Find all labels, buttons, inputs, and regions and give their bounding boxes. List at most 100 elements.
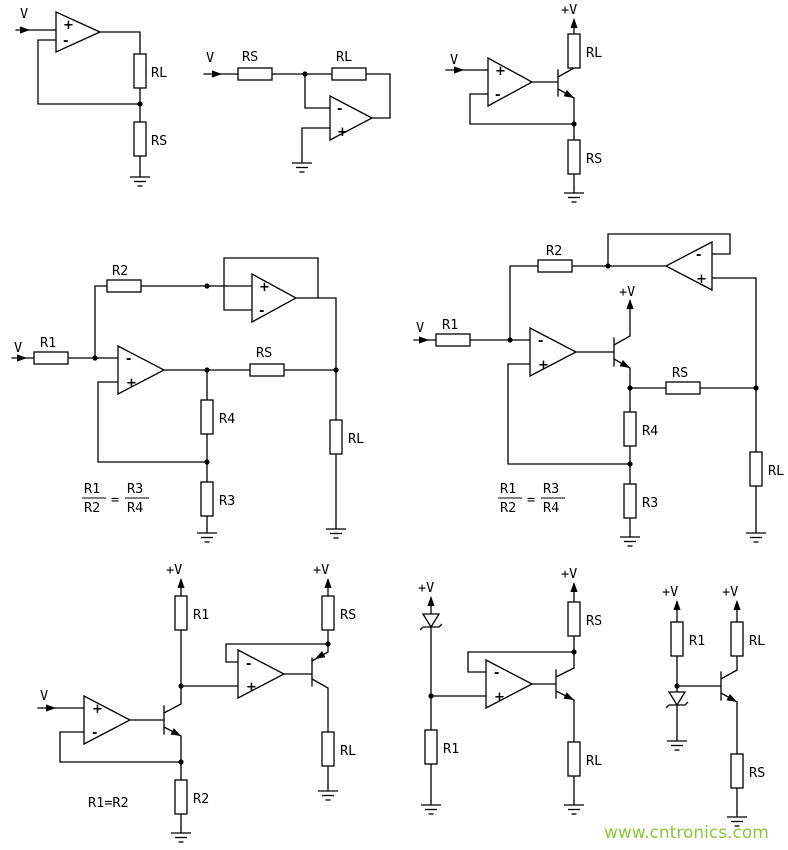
c2-opamp-plus-sign: + <box>337 125 348 140</box>
c2-wires <box>203 73 391 159</box>
c5-resistor-rl <box>749 451 763 487</box>
c3-opamp-plus-sign: + <box>495 64 506 79</box>
c7-resistor-r1 <box>424 729 438 765</box>
watermark: www.cntronics.com <box>604 823 769 843</box>
c7-opamp-plus-sign: + <box>494 690 505 705</box>
c4-opamp-a2 <box>251 272 298 324</box>
c6-label-v: V <box>40 688 48 704</box>
c1-resistor-rs <box>133 121 147 157</box>
c6-pnp-emitter-arrow-icon <box>313 651 326 663</box>
c5-label-plus-v: +V <box>619 284 635 300</box>
c1-wires <box>15 29 141 173</box>
c5-opamp-a1-minus-sign: - <box>538 334 543 349</box>
c1-opamp-plus-sign: + <box>63 18 74 33</box>
c6-opamp-a1-plus-sign: + <box>92 702 103 717</box>
c5-resistor-r3 <box>623 483 637 519</box>
c2-opamp-minus-sign: - <box>337 102 342 117</box>
c3-resistor-rl <box>567 33 581 69</box>
c6-label-r2: R2 <box>193 791 209 807</box>
c2-label-v: V <box>206 50 214 66</box>
c4-opamp-a2-plus-sign: + <box>259 280 270 295</box>
c8-label-rs: RS <box>749 765 765 781</box>
c7-ground-symbol-right <box>563 799 585 815</box>
c6-label-rs: RS <box>340 607 356 623</box>
c7-label-plus-v-right: +V <box>561 566 577 582</box>
c6-junction-dots <box>178 641 331 765</box>
c7-junction-dots <box>428 649 577 699</box>
c5-formula-num-right: R3 <box>543 481 559 497</box>
c6-label-plus-v-left: +V <box>166 562 182 578</box>
c4-ground-symbol-right <box>325 523 347 539</box>
c8-supply-arrow-left-icon <box>673 600 681 610</box>
c5-label-rs: RS <box>672 365 688 381</box>
c3-ground-symbol <box>563 187 585 203</box>
c6-ground-symbol-left <box>170 827 192 843</box>
c5-opamp-a2-minus-sign: - <box>696 248 701 263</box>
c5-input-arrow-icon <box>419 336 429 344</box>
c2-junction-dots <box>302 71 308 77</box>
c4-resistor-r1 <box>33 351 69 365</box>
circuit-4: V R1 R2 RS R4 R3 RL - + + - R1 R2 = R3 R… <box>11 257 364 543</box>
c4-label-r1: R1 <box>40 335 56 351</box>
c7-resistor-rs <box>567 601 581 637</box>
c3-wires <box>445 19 575 189</box>
c8-label-r1: R1 <box>689 633 705 649</box>
c2-label-rs: RS <box>242 49 258 65</box>
circuit-8: +V +V R1 RL RS <box>662 584 765 827</box>
c4-label-rs: RS <box>256 345 272 361</box>
c3-label-rs: RS <box>586 151 602 167</box>
c5-opamp-a2 <box>664 240 713 292</box>
c7-opamp-minus-sign: - <box>494 666 499 681</box>
c1-opamp <box>55 10 102 54</box>
c4-opamp-a1 <box>117 344 166 396</box>
c2-opamp <box>329 94 374 142</box>
c6-opamp-a2-plus-sign: + <box>246 680 257 695</box>
c6-note-r1-equals-r2: R1=R2 <box>88 795 129 811</box>
c4-formula: R1 R2 = R3 R4 <box>82 481 149 516</box>
c5-resistor-r4 <box>623 411 637 447</box>
c1-junction-dots <box>137 101 143 107</box>
c5-label-r1: R1 <box>442 317 458 333</box>
c5-label-rl: RL <box>768 463 784 479</box>
c6-resistor-r2 <box>174 779 188 815</box>
c6-ground-symbol-right <box>317 785 339 801</box>
c5-opamp-a1-plus-sign: + <box>538 358 549 373</box>
c8-label-plus-v-right: +V <box>722 584 738 600</box>
c4-label-rl: RL <box>348 431 364 447</box>
c3-junction-dots <box>571 121 577 127</box>
c6-resistor-rl <box>321 731 335 767</box>
c5-resistor-rs <box>665 381 701 395</box>
c1-resistor-rl <box>133 53 147 89</box>
c3-label-plus-v: +V <box>561 2 577 18</box>
c1-input-arrow-icon <box>20 26 30 34</box>
c5-ground-symbol-left <box>619 531 641 547</box>
c2-ground-symbol <box>291 157 313 173</box>
c2-input-arrow-icon <box>212 70 222 78</box>
c2-label-rl: RL <box>336 49 352 65</box>
c5-formula-den-left: R2 <box>500 500 516 516</box>
c8-resistor-rs <box>730 753 744 789</box>
c4-resistor-rl <box>329 419 343 455</box>
c4-opamp-a1-minus-sign: - <box>126 352 131 367</box>
c5-label-v: V <box>416 320 424 336</box>
circuit-2: V RS RL - + <box>203 49 391 173</box>
circuit-5: V R1 R2 +V RS R4 R3 RL - + - + R1 R2 = R… <box>413 233 784 547</box>
c6-resistor-rs <box>321 595 335 631</box>
c8-resistor-r1 <box>670 621 684 657</box>
c3-resistor-rs <box>567 139 581 175</box>
c5-label-r4: R4 <box>642 423 658 439</box>
c5-formula-equals: = <box>527 492 535 508</box>
c2-resistor-rs <box>237 67 273 81</box>
c4-junction-dots <box>92 283 339 465</box>
c5-label-r3: R3 <box>642 495 658 511</box>
c7-supply-arrow-right-icon <box>570 582 578 592</box>
c6-opamp-a2 <box>237 648 286 700</box>
c6-input-arrow-icon <box>46 704 56 712</box>
c4-resistor-r4 <box>200 399 214 435</box>
c8-ground-symbol-left <box>666 735 688 751</box>
c5-supply-arrow-icon <box>626 299 634 309</box>
c5-resistor-r1 <box>435 333 471 347</box>
c7-resistor-rl <box>567 741 581 777</box>
